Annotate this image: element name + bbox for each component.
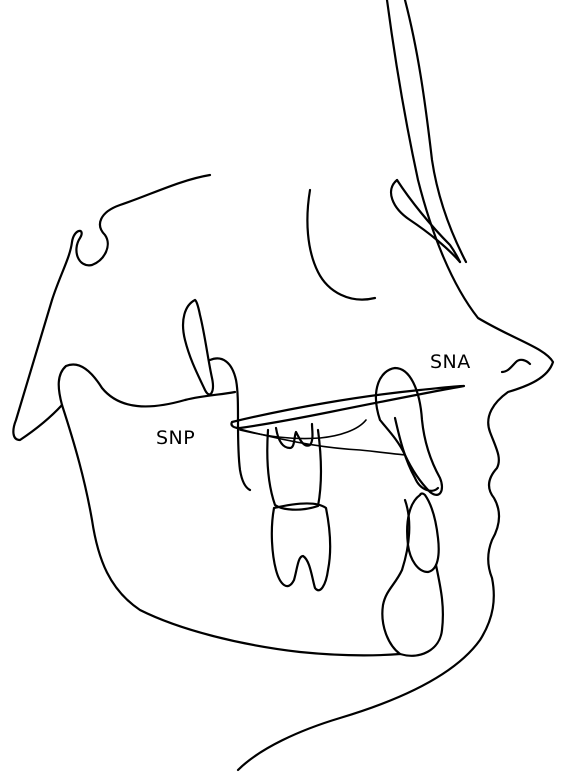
lower-molar [272, 504, 330, 591]
pterygomaxillary-line [210, 358, 250, 490]
symphysis [382, 500, 443, 656]
tongue-curve [240, 420, 366, 439]
lower-incisor [407, 494, 439, 573]
nasion-curve [391, 180, 460, 262]
sna-label: SNA [430, 351, 471, 373]
nasal-bone [397, 180, 460, 262]
upper-incisor [376, 368, 442, 495]
orbit-outline [307, 190, 375, 300]
nostril-curl [502, 360, 530, 372]
snp-label: SNP [156, 427, 195, 449]
palatal-plane [231, 386, 464, 428]
pterygoid-loop [183, 300, 213, 394]
